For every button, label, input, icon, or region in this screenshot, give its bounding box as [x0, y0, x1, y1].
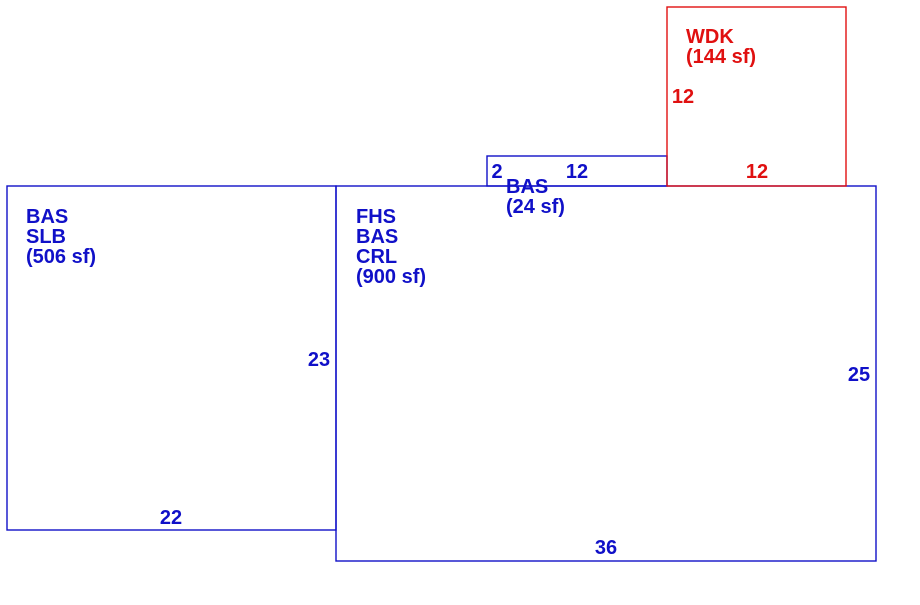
deck-area-size-label: (144 sf) [686, 46, 756, 68]
left-area-label-line-1: BAS [26, 206, 68, 228]
left-area-bottom-dimension: 22 [160, 507, 182, 529]
small-area-size-label: (24 sf) [506, 196, 565, 218]
left-area-size-label: (506 sf) [26, 246, 96, 268]
main-area-size-label: (900 sf) [356, 266, 426, 288]
deck-area-label: WDK [686, 26, 734, 48]
small-area-top-dimension: 12 [566, 161, 588, 183]
deck-area-bottom-dimension: 12 [746, 161, 768, 183]
main-area-label-line-2: BAS [356, 226, 398, 248]
deck-area-left-dimension: 12 [672, 86, 694, 108]
main-area-bottom-dimension: 36 [595, 537, 617, 559]
small-area-label: BAS [506, 176, 548, 198]
small-area-left-dimension: 2 [491, 161, 502, 183]
deck-area-outline [666, 6, 847, 187]
left-area-label-line-2: SLB [26, 226, 66, 248]
main-area-right-dimension: 25 [848, 364, 870, 386]
main-area-label-line-3: CRL [356, 246, 397, 268]
left-area-right-dimension: 23 [308, 349, 330, 371]
main-area-label-line-1: FHS [356, 206, 396, 228]
main-area-outline [335, 185, 877, 562]
